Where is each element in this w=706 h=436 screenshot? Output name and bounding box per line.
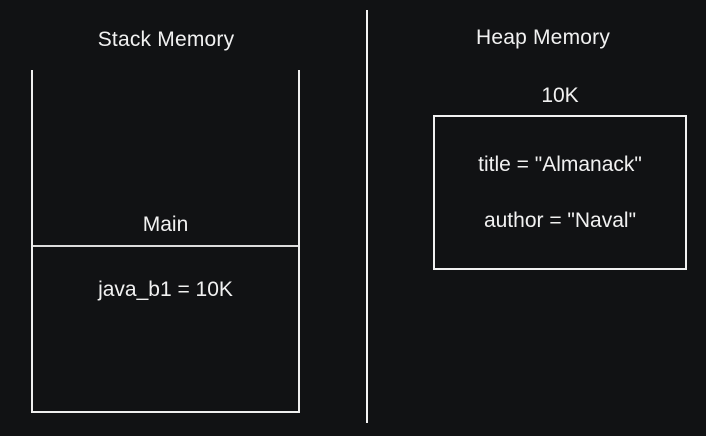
heap-field-title: title = "Almanack" xyxy=(478,153,642,176)
heap-field-author: author = "Naval" xyxy=(483,209,637,232)
stack-frame-divider-line xyxy=(33,245,298,247)
heap-memory-title: Heap Memory xyxy=(475,26,611,49)
stack-frame-label: Main xyxy=(142,213,189,236)
stack-memory-title: Stack Memory xyxy=(97,28,235,51)
heap-object-address: 10K xyxy=(541,84,579,107)
panel-divider-line xyxy=(366,10,368,423)
heap-object-box: title = "Almanack" author = "Naval" xyxy=(433,115,687,270)
stack-variable: java_b1 = 10K xyxy=(98,278,233,301)
stack-container: Main java_b1 = 10K xyxy=(31,70,300,413)
